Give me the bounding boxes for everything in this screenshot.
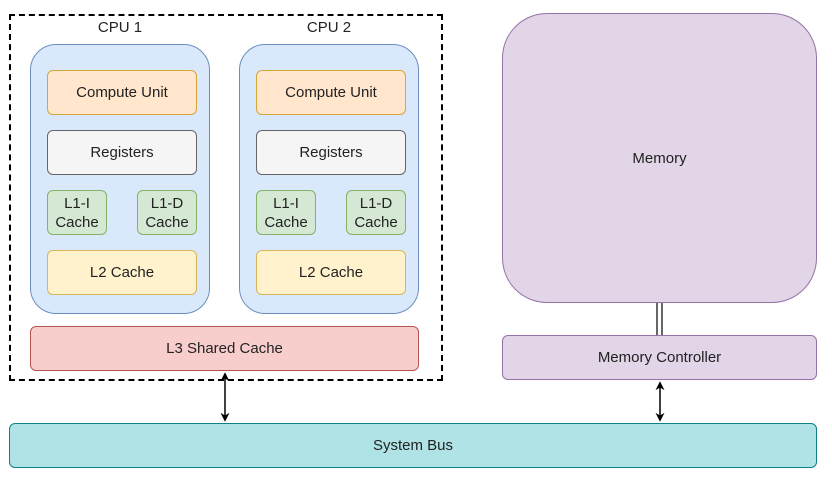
memory: Memory — [502, 13, 817, 303]
cpu2-l2-cache: L2 Cache — [256, 250, 406, 295]
cpu2-label: CPU 2 — [306, 19, 352, 36]
cpu2-compute-unit: Compute Unit — [256, 70, 406, 115]
cpu1-l1i-cache: L1-I Cache — [47, 190, 107, 235]
system-bus: System Bus — [9, 423, 817, 468]
cpu1-label: CPU 1 — [97, 19, 143, 36]
l3-shared-cache: L3 Shared Cache — [30, 326, 419, 371]
cpu2-l1i-cache: L1-I Cache — [256, 190, 316, 235]
cpu1-compute-unit: Compute Unit — [47, 70, 197, 115]
cpu1-registers: Registers — [47, 130, 197, 175]
cpu1-l2-cache: L2 Cache — [47, 250, 197, 295]
cpu1-l1d-cache: L1-D Cache — [137, 190, 197, 235]
cpu2-l1d-cache: L1-D Cache — [346, 190, 406, 235]
cpu2-registers: Registers — [256, 130, 406, 175]
memory-controller: Memory Controller — [502, 335, 817, 380]
